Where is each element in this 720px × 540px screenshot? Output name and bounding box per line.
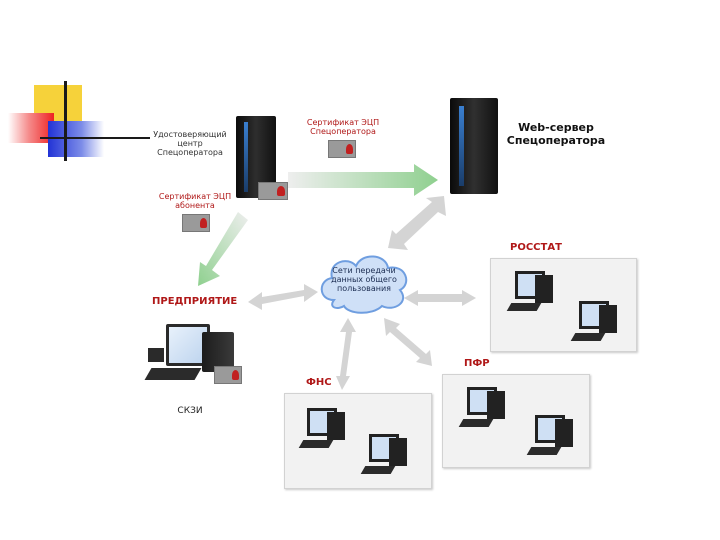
certificate-icon [258,182,288,200]
logo-vertical-line [64,81,67,161]
network-cloud-icon [320,255,408,314]
keyboard-icon [526,447,562,455]
keyboard-icon [570,333,606,341]
arrow-cloud-rosstat [404,290,476,306]
network-cloud-label: Сети передачи данных общего пользования [331,266,397,294]
system-unit-icon [202,332,234,372]
skzi-label: СКЗИ [177,406,203,416]
certificate-icon [182,214,210,232]
web-server-light [459,106,464,186]
cert-operator-label: Сертификат ЭЦП Спецоператора [306,118,380,137]
system-unit-icon [389,438,407,466]
keyboard-icon [360,466,396,474]
system-unit-icon [599,305,617,333]
seal-icon [346,144,353,154]
system-unit-icon [555,419,573,447]
arrow-ca-to-enterprise [198,212,248,286]
arrow-server-cloud [388,196,446,250]
web-server-label: Web-сервер Спецоператора [506,121,606,147]
keyboard-icon [458,419,494,427]
arrow-enterprise-cloud [248,284,318,310]
seal-icon [200,218,207,228]
arrow-cloud-fns [336,318,356,390]
workstation-icon [360,430,409,476]
seal-icon [277,186,285,196]
keyboard-icon [506,303,542,311]
pfr-label: ПФР [464,358,490,369]
workstation-icon [458,383,507,429]
pfr-panel [442,374,590,468]
slide-logo [8,81,150,165]
ca-server-light [244,122,248,192]
workstation-icon [506,267,555,313]
keyboard-icon [144,368,202,380]
printer-icon [148,348,164,362]
logo-blue-square [48,121,104,157]
arrow-cloud-pfr [384,318,432,366]
arrow-ca-to-server [288,164,438,196]
system-unit-icon [487,391,505,419]
workstation-icon [570,297,619,343]
enterprise-workstation [144,318,246,390]
certificate-icon [214,366,242,384]
seal-icon [232,370,239,380]
web-server-tower [450,98,498,194]
fns-label: ФНС [306,377,332,388]
workstation-icon [526,411,575,457]
system-unit-icon [535,275,553,303]
fns-panel [284,393,432,489]
enterprise-label: ПРЕДПРИЯТИЕ [152,296,238,307]
keyboard-icon [298,440,334,448]
system-unit-icon [327,412,345,440]
logo-horizontal-line [40,137,150,139]
ca-center-label: Удостоверяющий центр Спецоператора [153,130,227,158]
cert-subscriber-label: Сертификат ЭЦП абонента [158,192,232,211]
workstation-icon [298,404,347,450]
rosstat-label: РОССТАТ [510,242,562,253]
rosstat-panel [490,258,637,352]
certificate-icon [328,140,356,158]
